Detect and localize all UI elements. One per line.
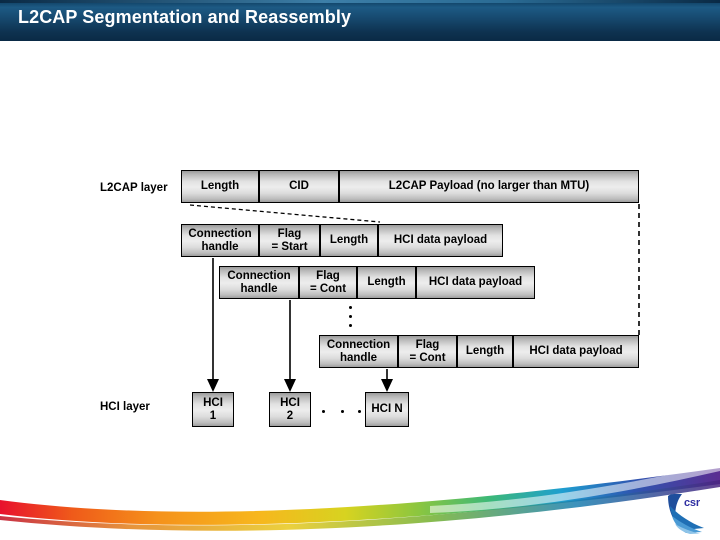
wave-highlight: [430, 464, 720, 513]
brand-wave-decoration: [0, 464, 720, 531]
hci-row-2-length: Length: [357, 266, 416, 299]
hci-row-3-payload: HCI data payload: [513, 335, 639, 368]
hci-packet-2: HCI 2: [269, 392, 311, 427]
hci-row-1-flag: Flag = Start: [259, 224, 320, 257]
arrow-head-2: [284, 379, 296, 392]
hci-row-2-flag: Flag = Cont: [299, 266, 357, 299]
dashed-connector-diagonal: [189, 204, 381, 223]
l2cap-layer-label: L2CAP layer: [100, 182, 168, 194]
hci-layer-label: HCI layer: [100, 401, 150, 413]
wave-band-secondary: [0, 480, 720, 531]
hci-row-2-payload: HCI data payload: [416, 266, 535, 299]
hci-row-3-flag: Flag = Cont: [398, 335, 457, 368]
arrow-head-3: [381, 379, 393, 392]
hci-row-3-length: Length: [457, 335, 513, 368]
page-title: L2CAP Segmentation and Reassembly: [18, 7, 352, 27]
hci-row-1-length: Length: [320, 224, 378, 257]
hci-row-2-connection-handle: Connection handle: [219, 266, 299, 299]
l2cap-field-cid: CID: [259, 170, 339, 203]
csr-logo-icon: [668, 494, 704, 534]
hci-row-3-connection-handle: Connection handle: [319, 335, 398, 368]
hci-row-1-connection-handle: Connection handle: [181, 224, 259, 257]
l2cap-field-length: Length: [181, 170, 259, 203]
l2cap-field-payload: L2CAP Payload (no larger than MTU): [339, 170, 639, 203]
slide-title-bar: L2CAP Segmentation and Reassembly: [0, 0, 720, 41]
hci-packet-n: HCI N: [365, 392, 409, 427]
hci-packet-1: HCI 1: [192, 392, 234, 427]
arrow-head-1: [207, 379, 219, 392]
csr-logo-text: csr: [684, 497, 700, 509]
hci-row-1-payload: HCI data payload: [378, 224, 503, 257]
